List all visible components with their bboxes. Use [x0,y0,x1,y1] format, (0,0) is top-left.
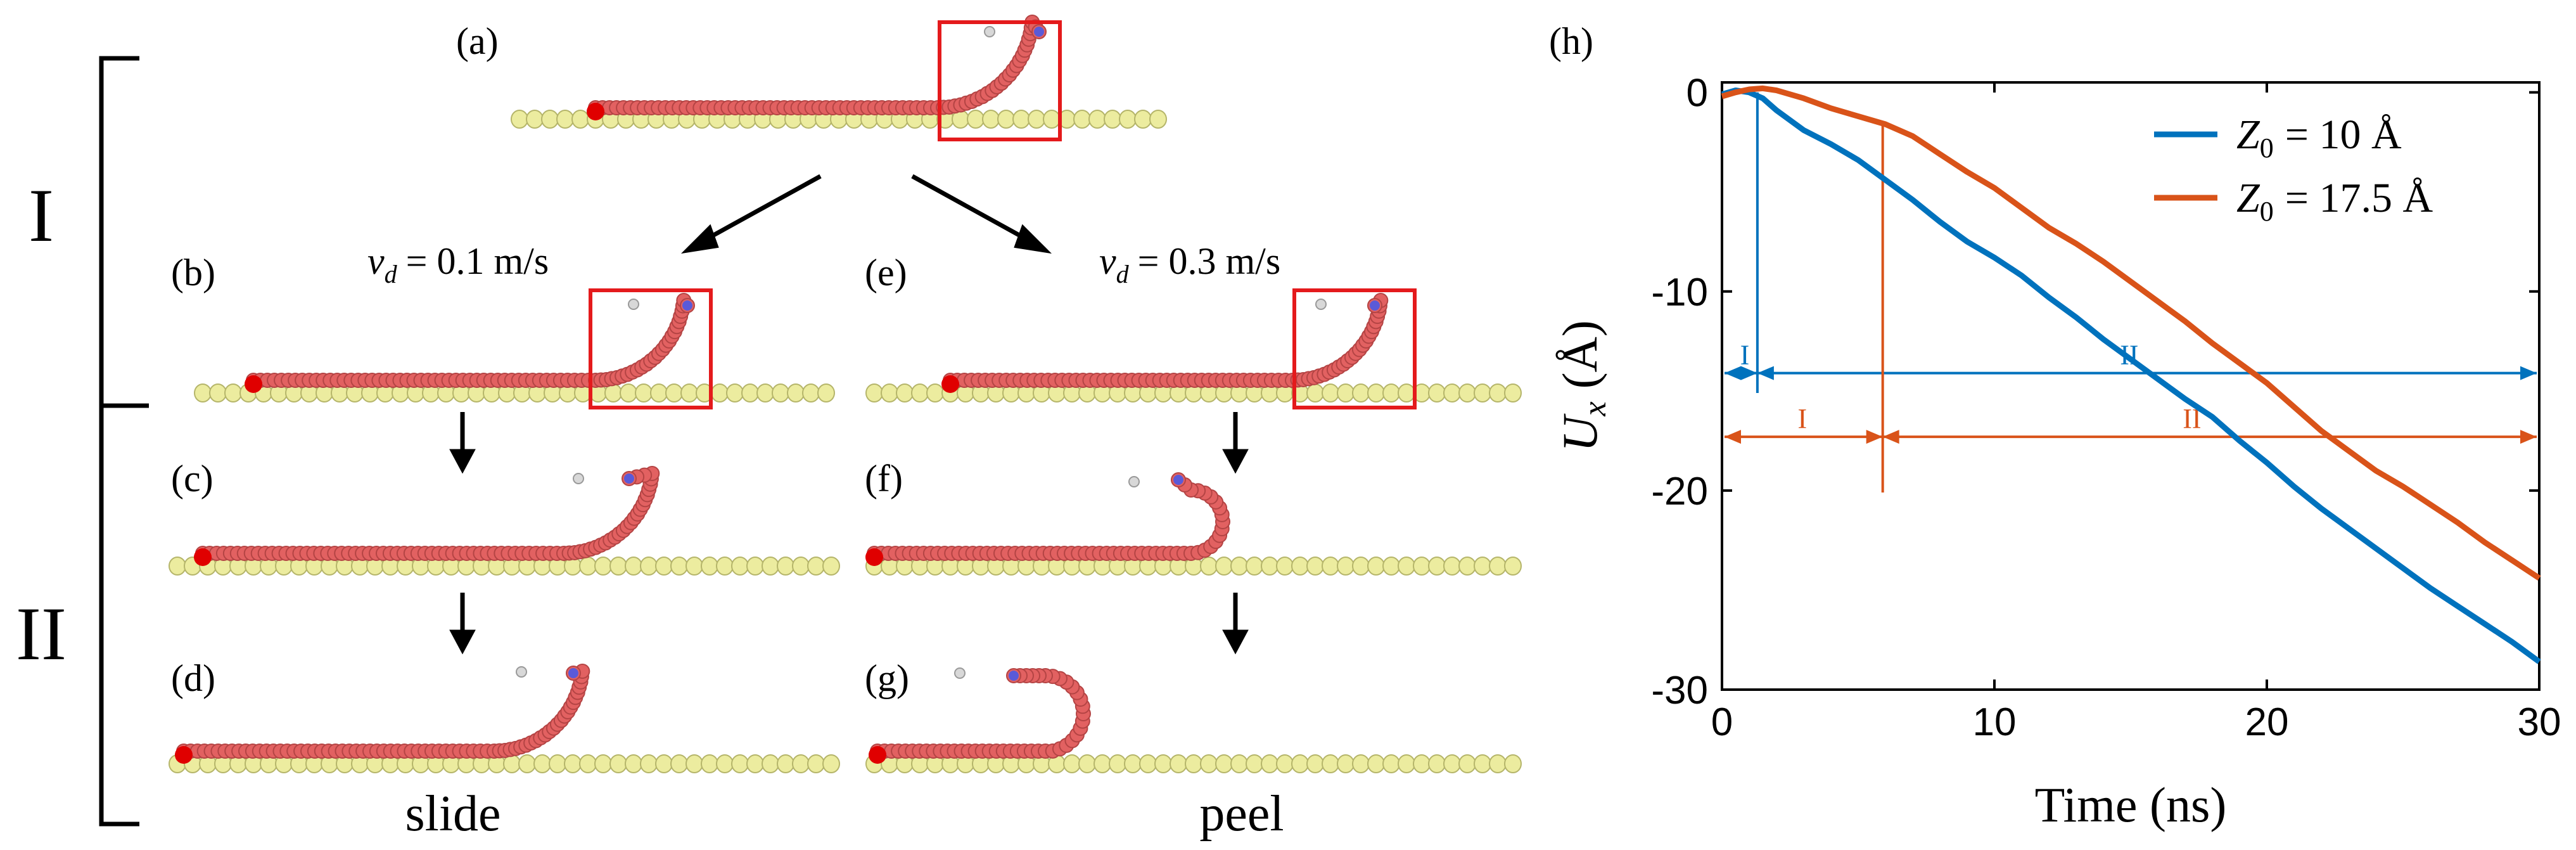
anchor-atom [869,746,886,764]
phase-one-label-1: I [1740,340,1750,371]
phase-arrowhead [1882,430,1899,444]
tip-atom [682,300,692,311]
substrate-d [169,754,840,773]
chain-f [865,472,1230,566]
phase-one-label-2: I [1798,403,1808,434]
y-tick-label: -20 [1651,470,1708,513]
y-tick-label: 0 [1687,72,1708,115]
chain-g [869,668,1091,764]
anchor-atom [865,548,883,566]
tip-atom [1370,300,1380,311]
series-line-2 [1721,85,2541,581]
anchor-atom [194,548,212,566]
highlight-box [1292,288,1417,409]
tip-atom [568,668,578,678]
panel-label-h: (h) [1549,20,1593,62]
tip-atom [1034,27,1044,37]
axis-ticks: 0 10 20 30 0 -10 -20 -30 [1651,72,2561,744]
chain-e [941,292,1389,393]
anchor-atom [941,375,959,393]
panel-label-c: (c) [171,458,214,499]
phase-arrowhead [2520,430,2537,444]
stage-label-two: II [16,591,67,676]
stage-label-one: I [29,173,54,257]
plot-frame [1721,81,2541,691]
branch-arrows [680,174,1052,254]
chain-b [245,292,695,393]
tip-atom [1173,475,1183,485]
velocity-label-fast: vd= 0.3 m/s [1099,240,1280,288]
y-tick-label: -30 [1651,669,1708,712]
substrate-c [169,557,840,576]
x-tick-label: 20 [2245,700,2289,744]
schematic-figure: I II (a) (b) (c) (d) (e) (f) (g) vd= 0.1… [16,14,1522,842]
panel-label-f: (f) [865,458,903,499]
x-tick-label: 30 [2518,700,2561,744]
probe-atom [1128,476,1140,487]
legend-label-series-1: Z0= 10 Å [2236,112,2402,164]
stage-bracket [99,56,149,827]
panel-label-e: (e) [865,252,907,293]
highlight-box [938,20,1062,141]
y-axis-label: Ux(Å) [1552,320,1613,452]
step-arrows [449,412,1249,655]
y-tick-label: -10 [1651,271,1708,314]
legend-label-series-2: Z0= 17.5 Å [2236,175,2433,227]
tip-atom [1009,671,1019,681]
probe-atom [984,26,995,37]
probe-atom [573,473,584,484]
chain-c [194,465,660,566]
substrate-g [865,754,1522,773]
panel-label-g: (g) [865,657,909,699]
velocity-label-slow: vd= 0.1 m/s [367,240,549,288]
phase-arrowhead [1725,430,1741,444]
phase-arrowhead [1757,366,1774,380]
chain-a [587,14,1047,120]
probe-atom [1315,299,1327,310]
highlight-box [589,288,713,409]
x-axis-label: Time (ns) [2035,777,2227,832]
phase-arrowhead [1740,366,1757,380]
tip-atom [624,473,634,484]
phase-arrowhead [1866,430,1883,444]
phase-arrowhead [1725,366,1741,380]
panel-label-a: (a) [456,20,499,62]
mode-label-peel: peel [1199,786,1284,842]
series-line-1 [1721,87,2541,664]
x-tick-label: 10 [1973,700,2017,744]
anchor-atom [245,375,262,393]
molecular-snapshots [169,14,1522,773]
probe-atom [516,666,527,678]
probe-atom [954,667,966,679]
panel-label-d: (d) [171,657,215,699]
legend: Z0= 10 Å Z0= 17.5 Å [2154,112,2433,227]
mode-label-slide: slide [405,786,501,842]
data-series [1721,85,2541,664]
anchor-atom [587,103,604,120]
probe-atom [628,299,639,310]
chain-d [175,663,590,764]
panel-label-b: (b) [171,252,215,293]
x-tick-label: 0 [1711,700,1733,744]
phase-arrowhead [2520,366,2537,380]
anchor-atom [175,746,193,764]
